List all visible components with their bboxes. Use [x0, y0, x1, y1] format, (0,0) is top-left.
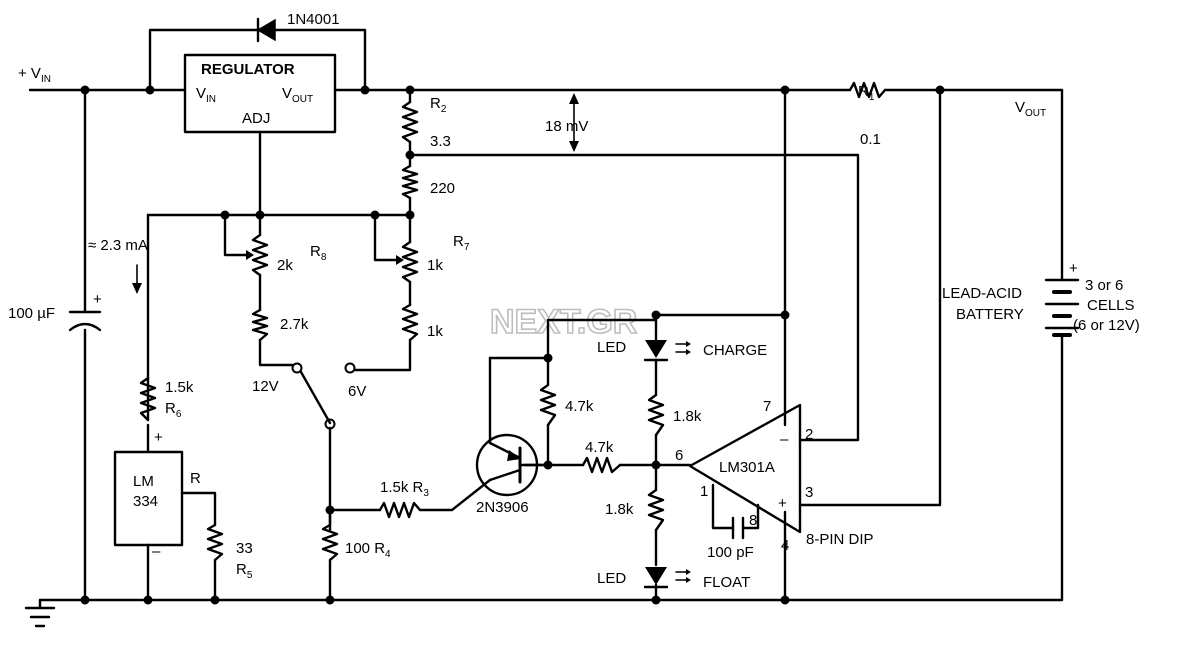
- diode-1n4001: [256, 17, 276, 43]
- label-r2: R2: [430, 95, 447, 115]
- label-334: 334: [133, 493, 158, 510]
- switch-contact-6v: [344, 362, 356, 374]
- label-18mv: 18 mV: [545, 118, 588, 135]
- potentiometer-r8: [251, 233, 269, 277]
- lm334-block: [113, 450, 184, 547]
- label-r6-value: 1.5k: [165, 379, 194, 396]
- label-cap-plus: +: [93, 291, 102, 308]
- label-8-pin-dip: 8-PIN DIP: [806, 531, 874, 548]
- label-r-pin: R: [190, 470, 201, 487]
- switch-pivot: [324, 418, 336, 430]
- label-lm: LM: [133, 473, 154, 490]
- label-6v: 6V: [348, 383, 366, 400]
- label-adj: ADJ: [242, 110, 270, 127]
- resistor-1-8k-lower: [647, 488, 665, 532]
- transistor-2n3906: [475, 433, 550, 497]
- regulator-block: [183, 53, 337, 134]
- label-reg-vout: VOUT: [282, 85, 313, 105]
- label-r3: 1.5k R3: [380, 479, 429, 499]
- junction-dots: [80, 85, 945, 605]
- label-led-float: LED: [597, 570, 626, 587]
- opamp-lm301a: [688, 403, 802, 534]
- label-100uf: 100 µF: [8, 305, 55, 322]
- label-4-7k-horizontal: 4.7k: [585, 439, 614, 456]
- label-reg-vin: VIN: [196, 85, 216, 105]
- label-3-or-6: 3 or 6: [1085, 277, 1123, 294]
- label-cells: CELLS: [1087, 297, 1135, 314]
- label-2n3906: 2N3906: [476, 499, 529, 516]
- label-12v: 12V: [252, 378, 279, 395]
- label-r7-value: 1k: [427, 257, 443, 274]
- label-100pf: 100 pF: [707, 544, 754, 561]
- switch-contact-12v: [291, 362, 303, 374]
- label-r4: 100 R4: [345, 540, 391, 560]
- battery-symbol: [1044, 278, 1080, 337]
- label-lm334-minus: –: [152, 543, 161, 560]
- resistor-2-7k: [251, 308, 269, 342]
- ground-symbol: [24, 606, 56, 628]
- label-r2-value: 3.3: [430, 133, 451, 150]
- label-1-8k-lower: 1.8k: [605, 501, 634, 518]
- label-vin-input: + VIN: [18, 65, 51, 85]
- wiper-arrow-r7: [396, 255, 404, 265]
- led-charge: [643, 340, 691, 362]
- resistor-r6: [139, 376, 157, 422]
- label-lm301a: LM301A: [719, 459, 775, 476]
- resistor-r2: [401, 100, 419, 144]
- label-pin-3: 3: [805, 484, 813, 501]
- label-opamp-plus: +: [778, 495, 787, 512]
- label-4-7k-vertical: 4.7k: [565, 398, 594, 415]
- label-battery: BATTERY: [956, 306, 1024, 323]
- label-r8-value: 2k: [277, 257, 293, 274]
- label-lm334-plus: +: [154, 429, 163, 446]
- label-pin-4: 4: [781, 537, 789, 554]
- label-r5: R5: [236, 561, 253, 581]
- label-6-or-12v: (6 or 12V): [1073, 317, 1140, 334]
- label-2-7k: 2.7k: [280, 316, 309, 333]
- label-1-8k-upper: 1.8k: [673, 408, 702, 425]
- resistor-220: [401, 164, 419, 200]
- label-pin-1: 1: [700, 483, 708, 500]
- resistor-r1: [848, 81, 887, 99]
- label-r7: R7: [453, 233, 470, 253]
- label-regulator: REGULATOR: [201, 61, 295, 78]
- label-current: ≈ 2.3 mA: [88, 237, 148, 254]
- label-220: 220: [430, 180, 455, 197]
- label-r1: R1: [858, 83, 875, 103]
- resistor-1-8k-upper: [647, 393, 665, 437]
- label-pin-8: 8: [749, 512, 757, 529]
- voltage-drop-arrow: [569, 93, 579, 152]
- resistor-r5: [206, 523, 224, 562]
- label-1n4001: 1N4001: [287, 11, 340, 28]
- label-1k: 1k: [427, 323, 443, 340]
- led-float: [643, 567, 691, 589]
- resistor-4-7k-vertical: [539, 383, 557, 427]
- capacitor-100pf: [731, 516, 745, 540]
- label-pin-7: 7: [763, 398, 771, 415]
- label-lead-acid: LEAD-ACID: [942, 285, 1022, 302]
- label-float: FLOAT: [703, 574, 750, 591]
- wires: [28, 28, 1064, 610]
- label-opamp-minus: –: [780, 431, 789, 448]
- label-pin-2: 2: [805, 426, 813, 443]
- label-r6: R6: [165, 400, 182, 420]
- label-charge: CHARGE: [703, 342, 767, 359]
- label-vout: VOUT: [1015, 99, 1046, 119]
- resistor-1k: [401, 303, 419, 342]
- watermark: NEXT.GR: [490, 303, 637, 341]
- label-pin-6: 6: [675, 447, 683, 464]
- label-r8: R8: [310, 243, 327, 263]
- label-r1-value: 0.1: [860, 131, 881, 148]
- resistor-4-7k-horizontal: [581, 456, 622, 474]
- capacitor-100uf: [68, 310, 102, 332]
- resistor-r3: [378, 501, 422, 519]
- potentiometer-r7: [401, 240, 419, 284]
- label-led-charge: LED: [597, 339, 626, 356]
- resistor-r4: [321, 523, 339, 562]
- label-battery-plus: +: [1069, 260, 1078, 277]
- wiper-arrow-r8: [246, 250, 254, 260]
- label-r5-value: 33: [236, 540, 253, 557]
